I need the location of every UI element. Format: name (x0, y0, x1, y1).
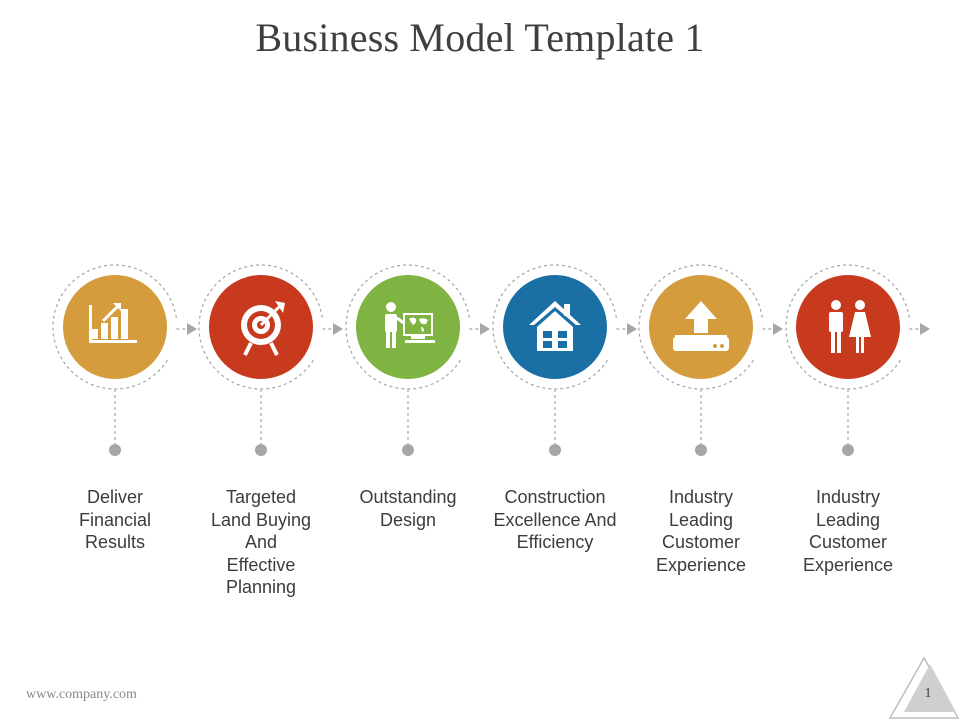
connector-arrow (187, 323, 197, 335)
connector-dot (255, 444, 267, 456)
connector-arrow (627, 323, 637, 335)
connector-arrow (773, 323, 783, 335)
step-label: Construction Excellence And Efficiency (493, 487, 617, 552)
step-label: Industry Leading Customer Experience (802, 487, 894, 575)
process-step (345, 264, 470, 456)
connector-dot (695, 444, 707, 456)
house-icon (529, 301, 581, 351)
process-step (52, 264, 177, 456)
connector-dot (109, 444, 121, 456)
footer-url: www.company.com (26, 687, 137, 702)
page-number-triangle (888, 656, 960, 719)
process-step (785, 264, 910, 456)
page-number: 1 (924, 686, 932, 701)
bar-chart-growth-icon (89, 303, 137, 343)
connector-arrow (480, 323, 490, 335)
man-woman-icon (829, 300, 871, 353)
target-icon (241, 301, 285, 356)
step-label: Industry Leading Customer Experience (655, 487, 747, 575)
step-label: Deliver Financial Results (78, 487, 152, 552)
connector-arrow (920, 323, 930, 335)
connector-dot (402, 444, 414, 456)
process-step (198, 264, 323, 456)
step-label: Targeted Land Buying And Effective Plann… (210, 487, 312, 597)
connector-arrow (333, 323, 343, 335)
step-circle (796, 275, 900, 379)
presenter-world-map-icon (385, 302, 435, 348)
step-label: Outstanding Design (359, 487, 457, 530)
connector-dot (842, 444, 854, 456)
slide-title: Business Model Template 1 (255, 15, 705, 60)
upload-tray-icon (673, 301, 729, 351)
process-step (638, 264, 763, 456)
connector-dot (549, 444, 561, 456)
process-step (492, 264, 617, 456)
